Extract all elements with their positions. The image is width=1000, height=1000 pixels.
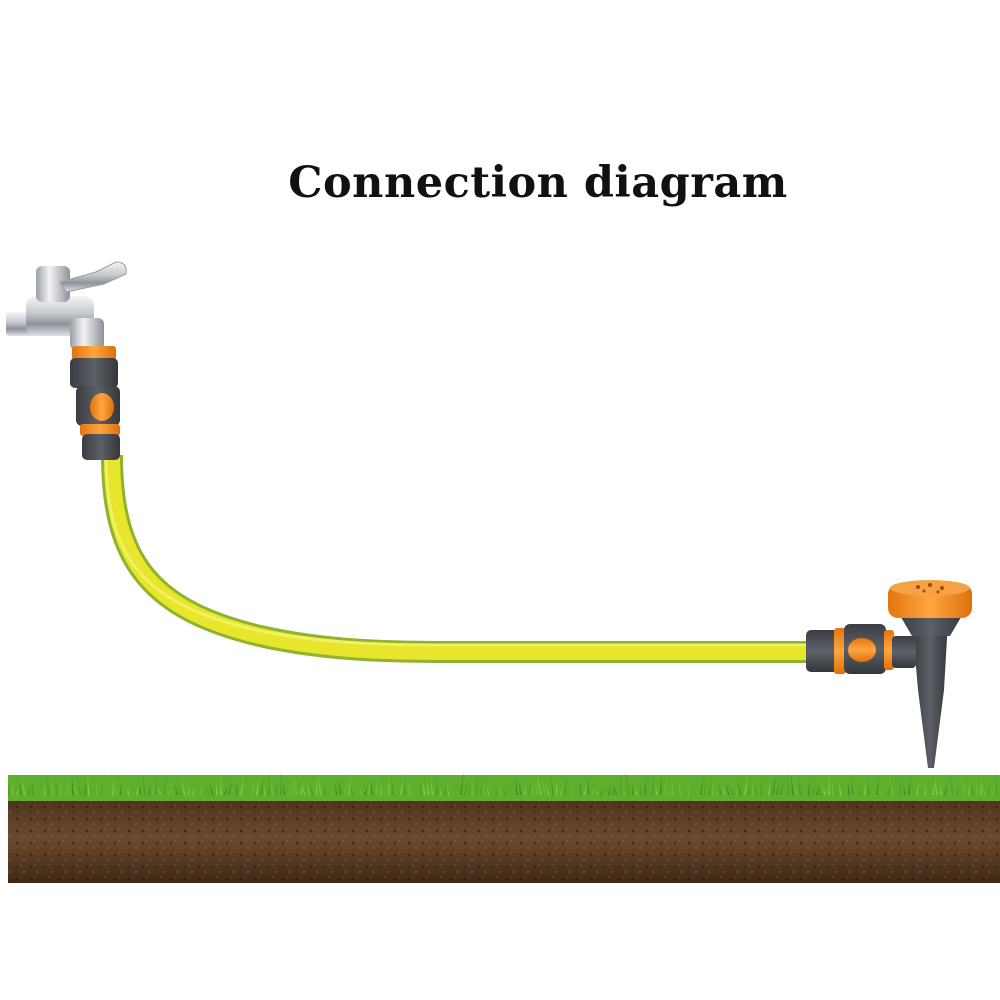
sprinkler-inlet — [892, 636, 916, 668]
tap-quick-connector — [70, 346, 120, 460]
tap-spout — [70, 318, 104, 350]
water-tap — [6, 261, 127, 350]
tap-handle — [59, 261, 127, 293]
sprinkler-spike — [912, 620, 948, 768]
tap-valve — [36, 266, 70, 302]
soil-texture — [8, 793, 1000, 883]
diagram-title: Connection diagram — [288, 158, 788, 208]
ground — [8, 771, 1000, 883]
sprinkler-quick-connector — [806, 624, 894, 674]
garden-hose — [101, 454, 808, 663]
spike-sprinkler — [888, 580, 972, 768]
grass-blades — [8, 771, 998, 795]
